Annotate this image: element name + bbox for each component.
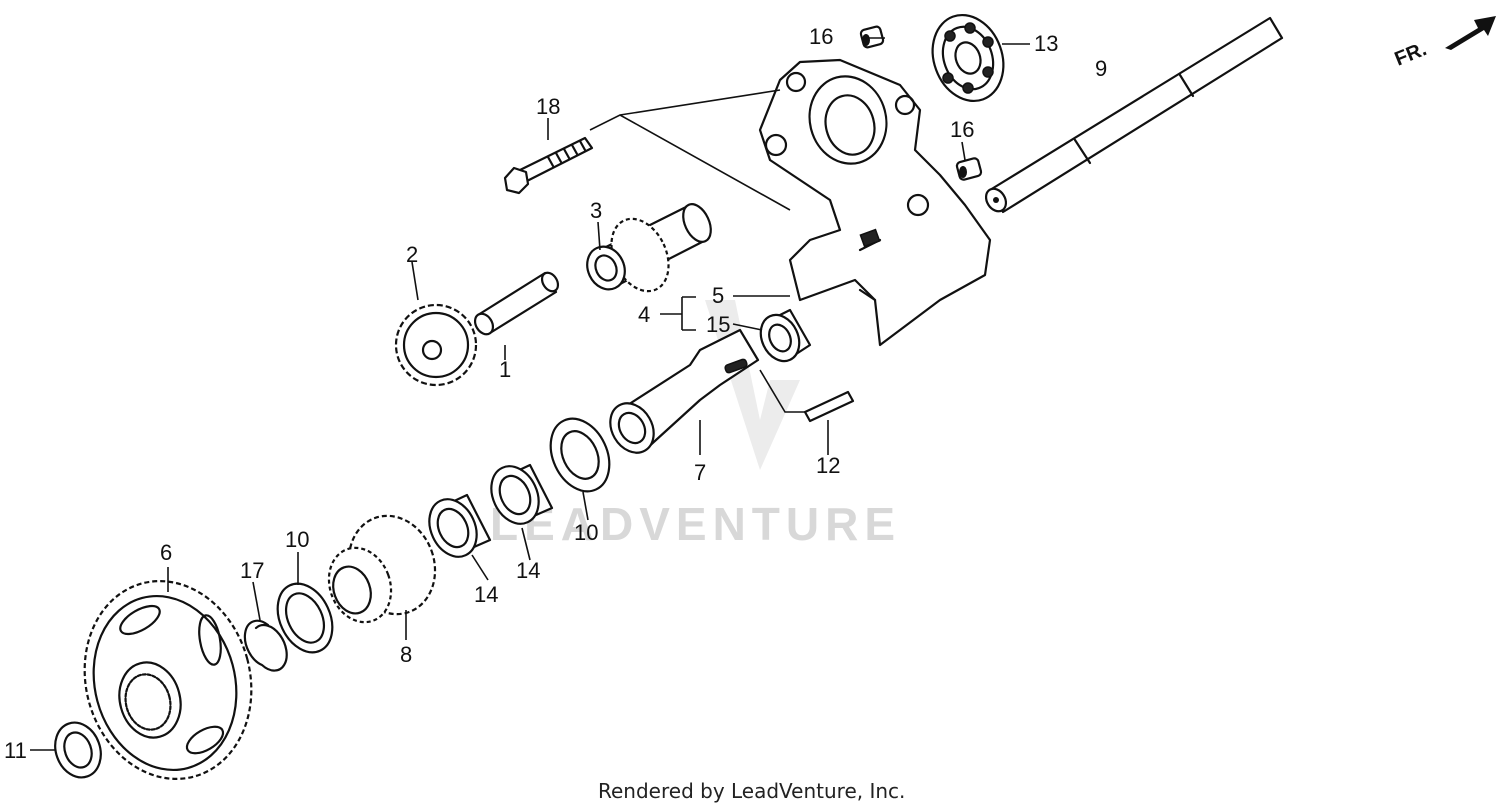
callout-8: 8 bbox=[400, 642, 412, 667]
circlip-17 bbox=[243, 619, 288, 672]
needle-bearing-14-left bbox=[428, 493, 492, 558]
callout-3: 3 bbox=[590, 198, 602, 223]
callout-6: 6 bbox=[160, 540, 172, 565]
watermark: LEADVENTURE bbox=[490, 300, 901, 550]
housing-5 bbox=[758, 58, 992, 347]
pin-1 bbox=[473, 271, 560, 336]
callout-15: 15 bbox=[706, 312, 730, 337]
leader-lines bbox=[30, 37, 1030, 751]
gear-6 bbox=[83, 580, 253, 780]
dowel-pin-16-top bbox=[859, 25, 885, 49]
gear-8 bbox=[327, 514, 437, 624]
bolt-18 bbox=[503, 136, 594, 195]
washer-11 bbox=[54, 721, 102, 779]
gear-2 bbox=[394, 303, 478, 387]
needle-bearing-14-right bbox=[490, 463, 554, 525]
gear-3 bbox=[586, 203, 712, 293]
shaft-9 bbox=[984, 16, 1284, 214]
callout-12: 12 bbox=[816, 453, 840, 478]
callout-2: 2 bbox=[406, 242, 418, 267]
bearing-13 bbox=[931, 13, 1005, 103]
pin-12 bbox=[803, 390, 855, 423]
fr-arrow-icon bbox=[1445, 16, 1496, 50]
needle-bearing-15 bbox=[759, 308, 812, 363]
washer-10-upper bbox=[549, 417, 611, 493]
callout-9: 9 bbox=[1095, 56, 1107, 81]
fr-direction-indicator: FR. bbox=[1392, 16, 1496, 71]
callout-16-side: 16 bbox=[950, 117, 974, 142]
callout-14-right: 14 bbox=[516, 558, 540, 583]
watermark-text: LEADVENTURE bbox=[490, 498, 901, 550]
callout-14-left: 14 bbox=[474, 582, 498, 607]
callout-5: 5 bbox=[712, 283, 724, 308]
fr-label: FR. bbox=[1392, 38, 1430, 70]
callout-10-lower: 10 bbox=[285, 527, 309, 552]
dowel-pin-16-side bbox=[955, 157, 983, 181]
callout-18: 18 bbox=[536, 94, 560, 119]
callout-7: 7 bbox=[694, 460, 706, 485]
callout-10-upper: 10 bbox=[574, 520, 598, 545]
callout-17: 17 bbox=[240, 558, 264, 583]
callout-labels: 1 2 3 4 5 6 7 8 9 10 10 11 12 13 14 14 1… bbox=[4, 24, 1107, 763]
shaft-7 bbox=[609, 328, 760, 454]
callout-4: 4 bbox=[638, 302, 650, 327]
callout-1: 1 bbox=[499, 357, 511, 382]
callout-11: 11 bbox=[4, 738, 27, 763]
callout-13: 13 bbox=[1034, 31, 1058, 56]
callout-16-top: 16 bbox=[809, 24, 833, 49]
washer-10-lower bbox=[276, 582, 334, 654]
credit-text: Rendered by LeadVenture, Inc. bbox=[598, 779, 905, 803]
